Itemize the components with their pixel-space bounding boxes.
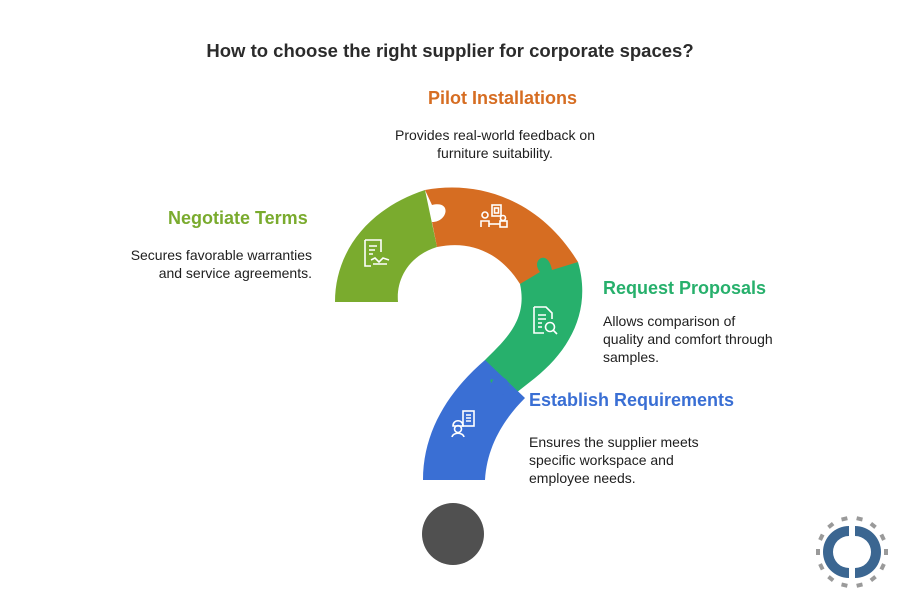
question-dot — [422, 503, 484, 565]
segment-negotiate — [335, 190, 437, 302]
worker-clipboard-icon — [451, 410, 475, 438]
logo-tick — [884, 549, 888, 555]
logo-right-arc — [855, 526, 881, 578]
logo-tick — [856, 516, 863, 522]
brand-logo-icon — [816, 516, 888, 588]
logo-left-arc — [823, 526, 849, 578]
logo-tick — [841, 516, 848, 522]
logo-tick — [818, 563, 825, 571]
logo-tick — [869, 575, 877, 583]
logo-tick — [869, 521, 877, 529]
contract-handshake-icon — [364, 239, 390, 267]
step-title-establish: Establish Requirements — [529, 390, 735, 410]
step-desc-request: Allows comparison of quality and comfort… — [603, 313, 773, 365]
logo-tick — [827, 575, 835, 583]
logo-tick — [818, 533, 825, 541]
step-desc-negotiate: Secures favorable warranties and service… — [130, 247, 312, 281]
logo-tick — [827, 521, 835, 529]
segment-request — [485, 257, 583, 415]
logo-tick — [816, 549, 820, 555]
step-desc-pilot: Provides real-world feedback on furnitur… — [395, 127, 595, 161]
diagram-title: How to choose the right supplier for cor… — [206, 40, 694, 61]
presentation-meeting-icon — [480, 204, 508, 228]
step-title-request: Request Proposals — [603, 278, 767, 298]
logo-tick — [841, 582, 848, 588]
step-desc-establish: Ensures the supplier meets specific work… — [529, 434, 699, 486]
document-search-icon — [533, 306, 558, 335]
step-title-negotiate: Negotiate Terms — [168, 208, 308, 228]
logo-ticks — [816, 516, 888, 588]
logo-tick — [879, 563, 886, 571]
step-title-pilot: Pilot Installations — [428, 88, 578, 108]
logo-tick — [879, 533, 886, 541]
logo-tick — [856, 582, 863, 588]
puzzle-knob-establish — [491, 377, 509, 395]
